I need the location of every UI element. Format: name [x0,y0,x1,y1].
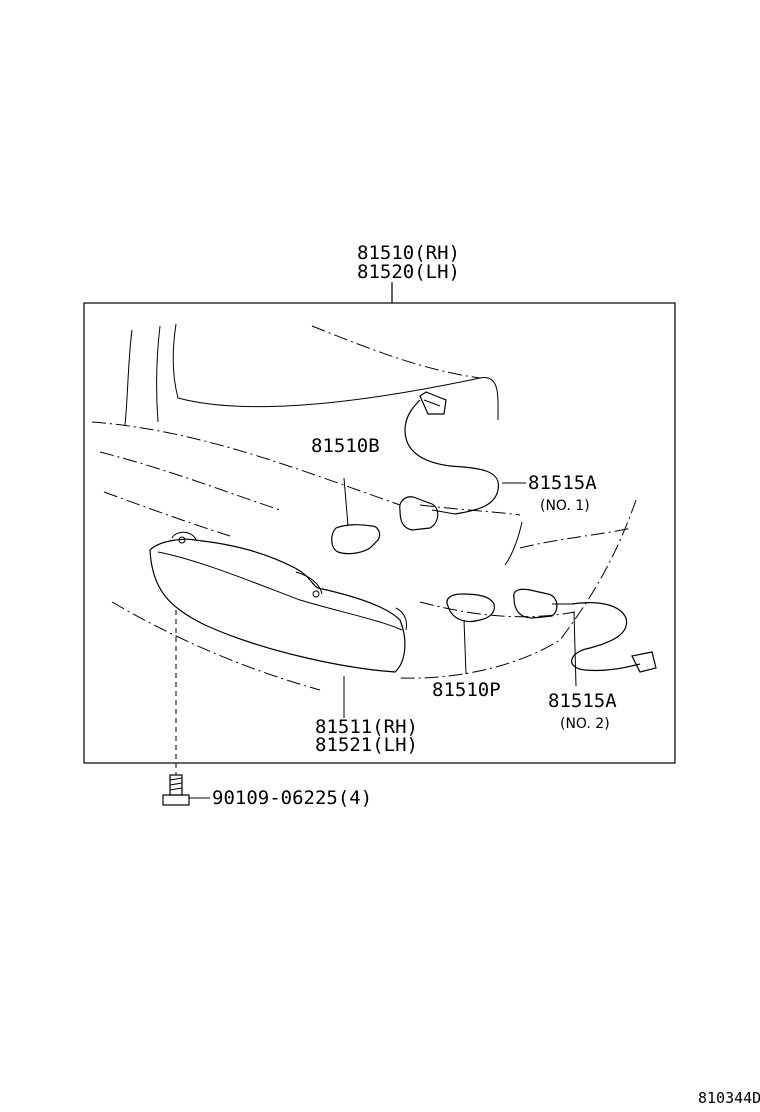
bulb-81510b-label: 81510B [311,435,380,457]
screw-icon [162,774,190,806]
bulb-81510p-label: 81510P [432,679,501,701]
socket-no2-part: 81515A [548,690,617,712]
lens-part-lh: 81521(LH) [315,734,418,756]
assembly-part-lh: 81520(LH) [357,261,460,283]
assembly-part-rh: 81510(RH) [357,242,460,264]
socket-no2-icon [513,588,657,687]
socket-no2-note: (NO. 2) [560,716,610,732]
screw-part: 90109-06225(4) [212,787,372,809]
assembly-frame [83,302,676,764]
socket-no1-part: 81515A [528,472,597,494]
body-panel-outline [91,323,637,691]
bulb-81510b-icon [331,477,381,555]
turn-signal-lens [149,531,407,673]
bulb-81510p-icon [446,593,495,675]
socket-no1-note: (NO. 1) [540,498,590,514]
diagram-ref: 810344D [698,1089,760,1107]
socket-no1-icon [399,391,499,531]
lens-part-rh: 81511(RH) [315,716,418,738]
